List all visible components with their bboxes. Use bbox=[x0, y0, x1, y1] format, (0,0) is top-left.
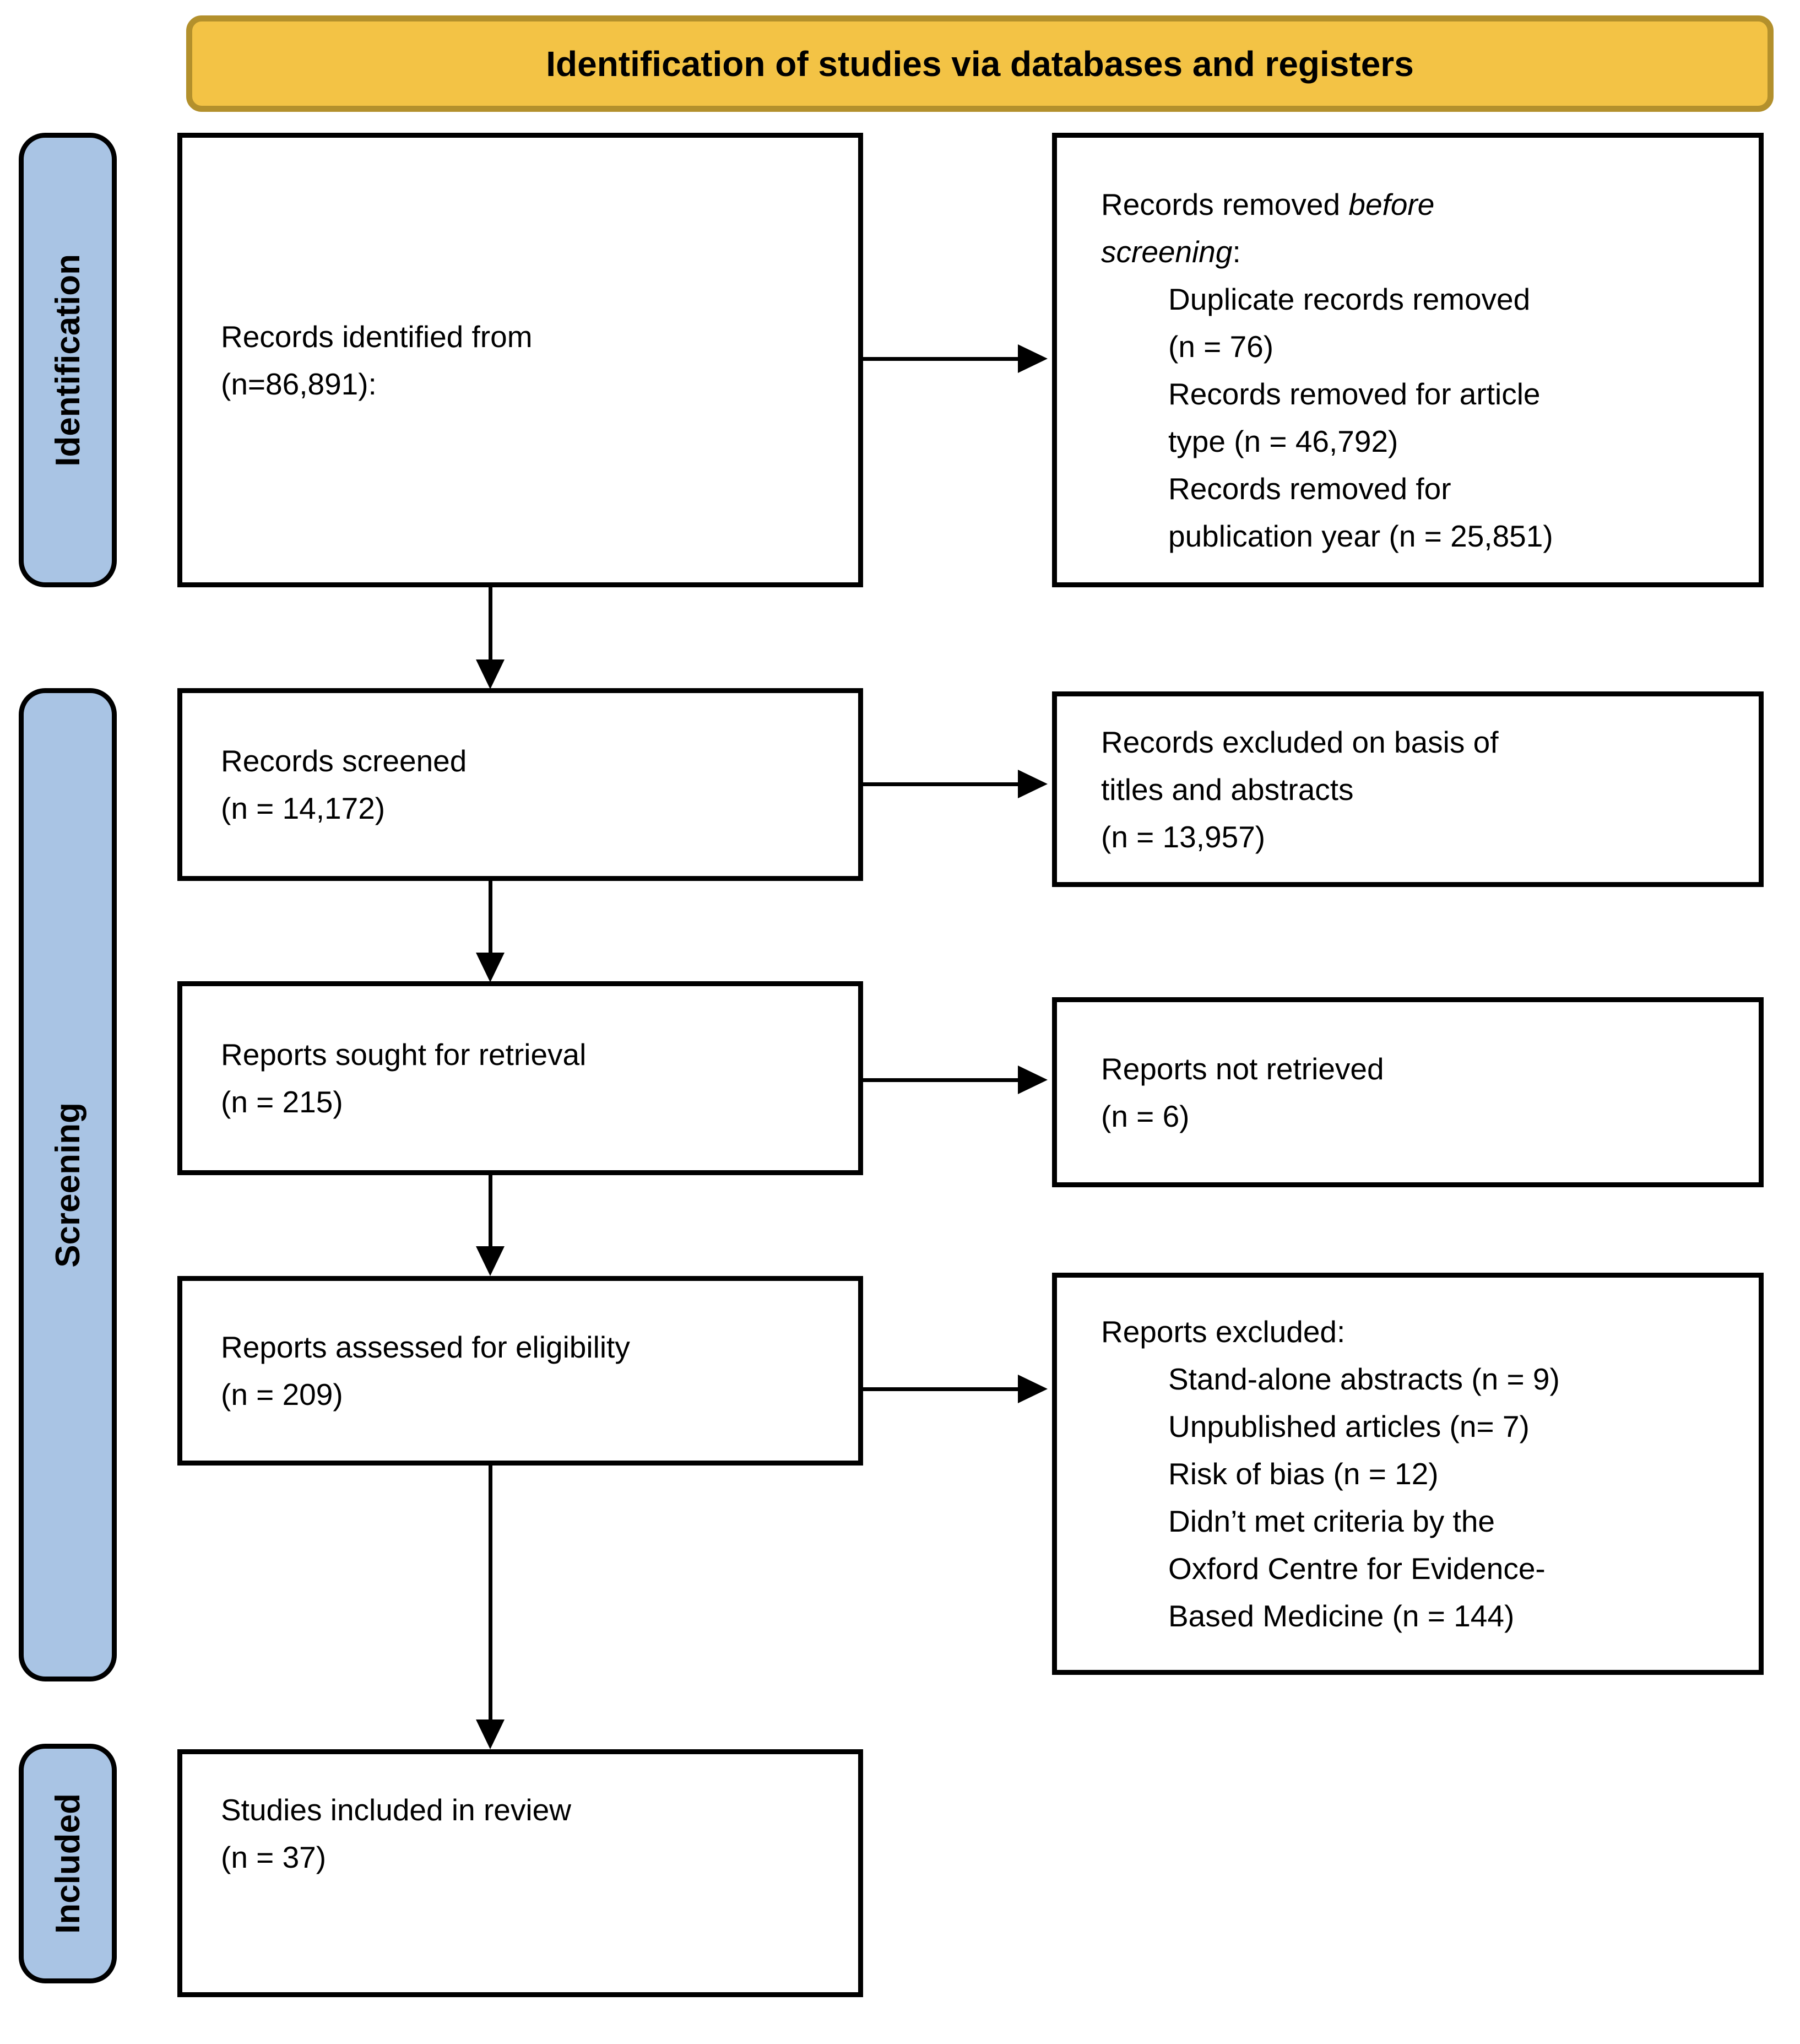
text-line: Unpublished articles (n= 7) bbox=[1168, 1409, 1530, 1443]
box-records-screened: Records screened (n = 14,172) bbox=[177, 688, 863, 881]
arrow-sought-to-assessed-head bbox=[476, 1246, 505, 1276]
arrow-sought-to-not-retrieved-line bbox=[863, 1078, 1019, 1082]
arrow-sought-to-assessed-line bbox=[489, 1173, 492, 1247]
text-line: Records screened bbox=[221, 744, 467, 778]
box-records-identified: Records identified from (n=86,891): bbox=[177, 133, 863, 587]
diagram-title: Identification of studies via databases … bbox=[546, 44, 1414, 84]
box-records-excluded: Records excluded on basis of titles and a… bbox=[1052, 691, 1764, 887]
arrow-identified-to-screened-line bbox=[489, 585, 492, 661]
box-reports-excluded: Reports excluded: Stand-alone abstracts (… bbox=[1052, 1273, 1764, 1675]
text-line: (n = 14,172) bbox=[221, 791, 386, 825]
arrow-assessed-to-included-line bbox=[489, 1463, 492, 1721]
stage-label-identification: Identification bbox=[19, 133, 117, 587]
stage-label-identification-text: Identification bbox=[48, 253, 87, 467]
stage-label-screening: Screening bbox=[19, 688, 117, 1681]
arrow-assessed-to-excluded-head bbox=[1018, 1375, 1048, 1403]
box-reports-sought-for-retrieval: Reports sought for retrieval (n = 215) bbox=[177, 981, 863, 1175]
stage-label-screening-text: Screening bbox=[48, 1102, 87, 1268]
stage-label-included: Included bbox=[19, 1744, 117, 1983]
text-line: Records removed for article bbox=[1168, 377, 1541, 411]
text-line: Studies included in review bbox=[221, 1793, 571, 1827]
box-records-removed-before-screening: Records removed before screening: Duplicat… bbox=[1052, 133, 1764, 587]
arrow-screened-to-sought-head bbox=[476, 953, 505, 982]
text-line: (n = 76) bbox=[1168, 329, 1274, 364]
arrow-assessed-to-included-head bbox=[476, 1719, 505, 1749]
text-line: Reports excluded: bbox=[1101, 1315, 1346, 1349]
arrow-identified-to-removed-head bbox=[1018, 344, 1048, 373]
text-line: (n = 215) bbox=[221, 1085, 343, 1119]
text-line: Records identified from bbox=[221, 319, 533, 354]
text-line: Stand-alone abstracts (n = 9) bbox=[1168, 1362, 1560, 1396]
arrow-identified-to-screened-head bbox=[476, 659, 505, 689]
arrow-sought-to-not-retrieved-head bbox=[1018, 1066, 1048, 1094]
text-line: (n = 209) bbox=[221, 1377, 343, 1412]
title-banner: Identification of studies via databases … bbox=[186, 15, 1774, 112]
text-line: type (n = 46,792) bbox=[1168, 424, 1398, 458]
text-line: Reports sought for retrieval bbox=[221, 1037, 587, 1072]
text-line: Duplicate records removed bbox=[1168, 282, 1531, 316]
arrow-assessed-to-excluded-line bbox=[863, 1387, 1019, 1391]
text-line: (n = 37) bbox=[221, 1840, 327, 1874]
text-line: Records removed for bbox=[1168, 472, 1451, 506]
arrow-screened-to-excluded-line bbox=[863, 782, 1019, 786]
text-line: (n = 13,957) bbox=[1101, 819, 1266, 854]
text-line: (n=86,891): bbox=[221, 366, 377, 401]
text-line: Records removed before bbox=[1101, 187, 1435, 221]
box-reports-assessed-for-eligibility: Reports assessed for eligibility (n = 209… bbox=[177, 1276, 863, 1466]
arrow-screened-to-sought-line bbox=[489, 879, 492, 954]
text-line: titles and abstracts bbox=[1101, 772, 1354, 807]
arrow-identified-to-removed-line bbox=[863, 357, 1019, 361]
stage-label-included-text: Included bbox=[48, 1793, 87, 1934]
text-line: Risk of bias (n = 12) bbox=[1168, 1457, 1439, 1491]
text-line: Based Medicine (n = 144) bbox=[1168, 1599, 1515, 1633]
text-line: Oxford Centre for Evidence- bbox=[1168, 1551, 1546, 1586]
text-line: Didn’t met criteria by the bbox=[1168, 1504, 1495, 1538]
text-line: Reports assessed for eligibility bbox=[221, 1330, 630, 1364]
box-reports-not-retrieved: Reports not retrieved (n = 6) bbox=[1052, 997, 1764, 1187]
arrow-screened-to-excluded-head bbox=[1018, 770, 1048, 798]
text-line: screening: bbox=[1101, 235, 1241, 269]
text-line: (n = 6) bbox=[1101, 1099, 1190, 1133]
box-studies-included-in-review: Studies included in review (n = 37) bbox=[177, 1749, 863, 1997]
text-line: publication year (n = 25,851) bbox=[1168, 519, 1553, 553]
text-line: Reports not retrieved bbox=[1101, 1051, 1384, 1086]
text-line: Records excluded on basis of bbox=[1101, 724, 1499, 759]
